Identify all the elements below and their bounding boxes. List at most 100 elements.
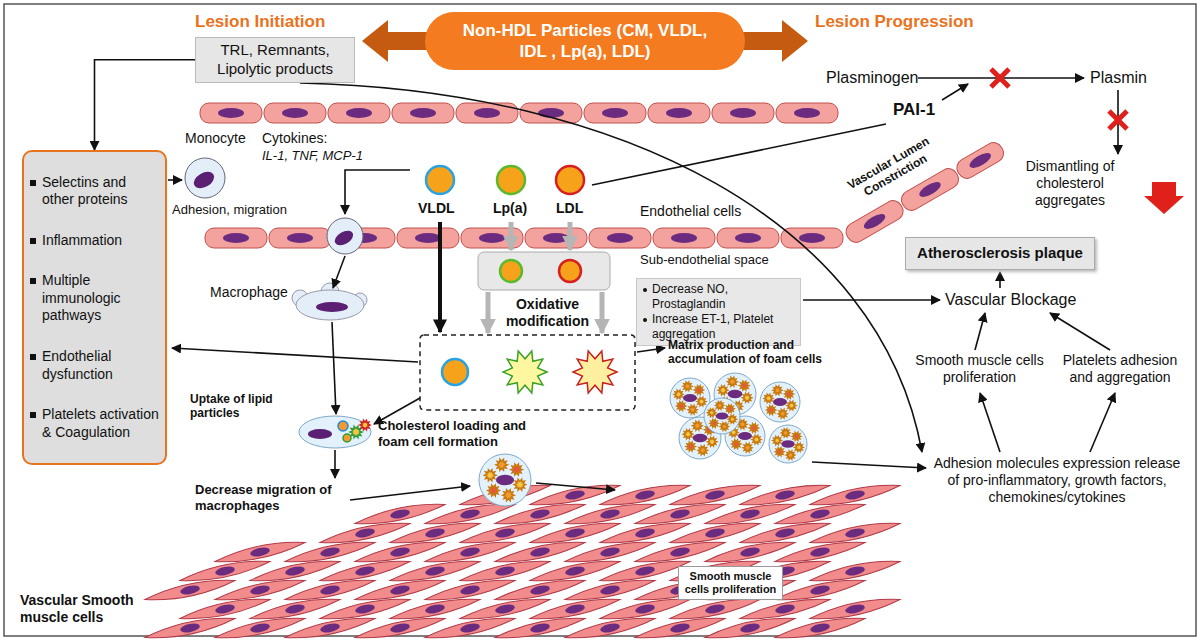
endothelial-cell: [954, 139, 1007, 181]
cell-nucleus: [214, 603, 235, 615]
cell-nucleus: [799, 233, 825, 243]
text-label: Plasmin: [1090, 68, 1147, 87]
smooth-muscle-cell: [809, 480, 901, 511]
lipoprotein-particle: [442, 359, 468, 385]
smooth-muscle-cell: [599, 480, 691, 511]
cell-nucleus: [389, 584, 410, 596]
arrow: [350, 486, 470, 500]
lipid-droplet: [752, 435, 761, 443]
lipid-droplet: [786, 451, 794, 459]
cell-nucleus: [683, 394, 697, 402]
dashed-group: [420, 335, 635, 410]
text-label: Smooth muscle cells proliferation: [912, 352, 1047, 386]
cell-nucleus: [862, 211, 888, 232]
lipid-droplet: [488, 485, 499, 496]
lipid-droplet: [716, 402, 724, 410]
cell-nucleus: [564, 489, 585, 501]
lipid-droplet: [503, 490, 514, 501]
text-label: Monocyte: [185, 130, 246, 147]
monocyte: [327, 218, 363, 254]
endothelial-cell: [776, 103, 838, 123]
lipid-droplet: [710, 420, 718, 428]
cell-nucleus: [809, 584, 830, 596]
list-item: Endothelial dysfunction: [30, 348, 159, 383]
text-label: PAI-1: [893, 100, 935, 120]
endothelial-cell: [584, 103, 646, 123]
cell-nucleus: [529, 622, 550, 634]
list-item: Increase ET-1, Platelet aggregation: [643, 312, 794, 342]
cell-nucleus: [354, 565, 375, 577]
cell-nucleus: [191, 168, 217, 191]
cell-nucleus: [494, 603, 515, 615]
cell-body: [354, 499, 446, 530]
list-box: Selectins and other proteinsInflammation…: [22, 150, 167, 465]
text-label: Adhesion molecules expression release of…: [932, 455, 1182, 505]
cell-nucleus: [249, 546, 270, 558]
arrow: [568, 222, 573, 250]
cell-nucleus: [319, 584, 340, 596]
cell-nucleus: [284, 565, 305, 577]
lipoprotein-particle: [500, 260, 522, 282]
endothelial-cell: [200, 103, 262, 123]
text-label: Platelets adhesion and aggregation: [1055, 352, 1185, 386]
text-label: Macrophage: [210, 284, 288, 301]
text-label: VLDL: [418, 200, 455, 217]
node-text: Atherosclerosis plaque: [912, 244, 1088, 263]
arrow: [1050, 313, 1110, 350]
endothelial-cell: [653, 228, 715, 248]
cell-nucleus: [410, 108, 436, 118]
lipid-droplet: [698, 446, 707, 455]
cell-body: [214, 537, 306, 568]
list-item: Decrease NO, Prostaglandin: [643, 282, 794, 312]
cell-body: [529, 480, 621, 511]
lipoprotein-particle: [497, 166, 525, 194]
cell-nucleus: [214, 565, 235, 577]
endothelial-cell: [397, 228, 459, 248]
endothelial-cell: [456, 103, 518, 123]
cell-nucleus: [459, 584, 480, 596]
lipid-laden-macrophage: [299, 416, 371, 448]
arrow: [345, 170, 410, 214]
cell-nucleus: [602, 108, 628, 118]
arrow: [980, 393, 1000, 452]
arrow: [333, 256, 345, 288]
arrow: [942, 84, 968, 100]
cell-nucleus: [459, 622, 480, 634]
lipid-droplet: [785, 390, 794, 398]
text-label: Vascular Smooth muscle cells: [20, 592, 170, 626]
cell-nucleus: [844, 565, 865, 577]
process-box: TRL, Remnants, Lipolytic products: [195, 37, 355, 83]
cell-nucleus: [844, 489, 865, 501]
lipid-droplet: [764, 394, 773, 402]
bullet: [30, 354, 36, 360]
text-label: Lesion Progression: [815, 12, 974, 32]
cell-nucleus: [730, 108, 756, 118]
pill-box: Non-HDL Particles (CM, VLDL, IDL , Lp(a)…: [425, 12, 745, 70]
note-box: Decrease NO, ProstaglandinIncrease ET-1,…: [636, 278, 801, 346]
arrow: [999, 272, 1001, 288]
cell-nucleus: [809, 622, 830, 634]
cell-nucleus: [415, 233, 441, 243]
endothelial-cell: [712, 103, 774, 123]
list-item: Multiple immunologic pathways: [30, 272, 159, 325]
cell-nucleus: [735, 233, 761, 243]
lipid-droplet: [511, 464, 522, 475]
text-label: Cholesterol loading and foam cell format…: [378, 418, 553, 449]
cell-body: [669, 480, 761, 511]
smooth-muscle-cell: [669, 480, 761, 511]
cell-nucleus: [669, 622, 690, 634]
cell-nucleus: [599, 546, 620, 558]
arrow: [332, 322, 336, 414]
text-label: Decrease migration of macrophages: [195, 482, 345, 513]
cell-nucleus: [249, 584, 270, 596]
endothelial-cell: [525, 228, 587, 248]
cell-nucleus: [738, 432, 752, 440]
arrow: [592, 124, 886, 185]
lipid-droplet: [677, 402, 686, 410]
node-text: Non-HDL Particles (CM, VLDL, IDL , Lp(a)…: [453, 20, 717, 63]
block-arrow: [742, 20, 808, 62]
lipid-droplet: [773, 386, 782, 394]
arrow: [1090, 393, 1115, 452]
smooth-muscle-cell: [809, 594, 901, 625]
